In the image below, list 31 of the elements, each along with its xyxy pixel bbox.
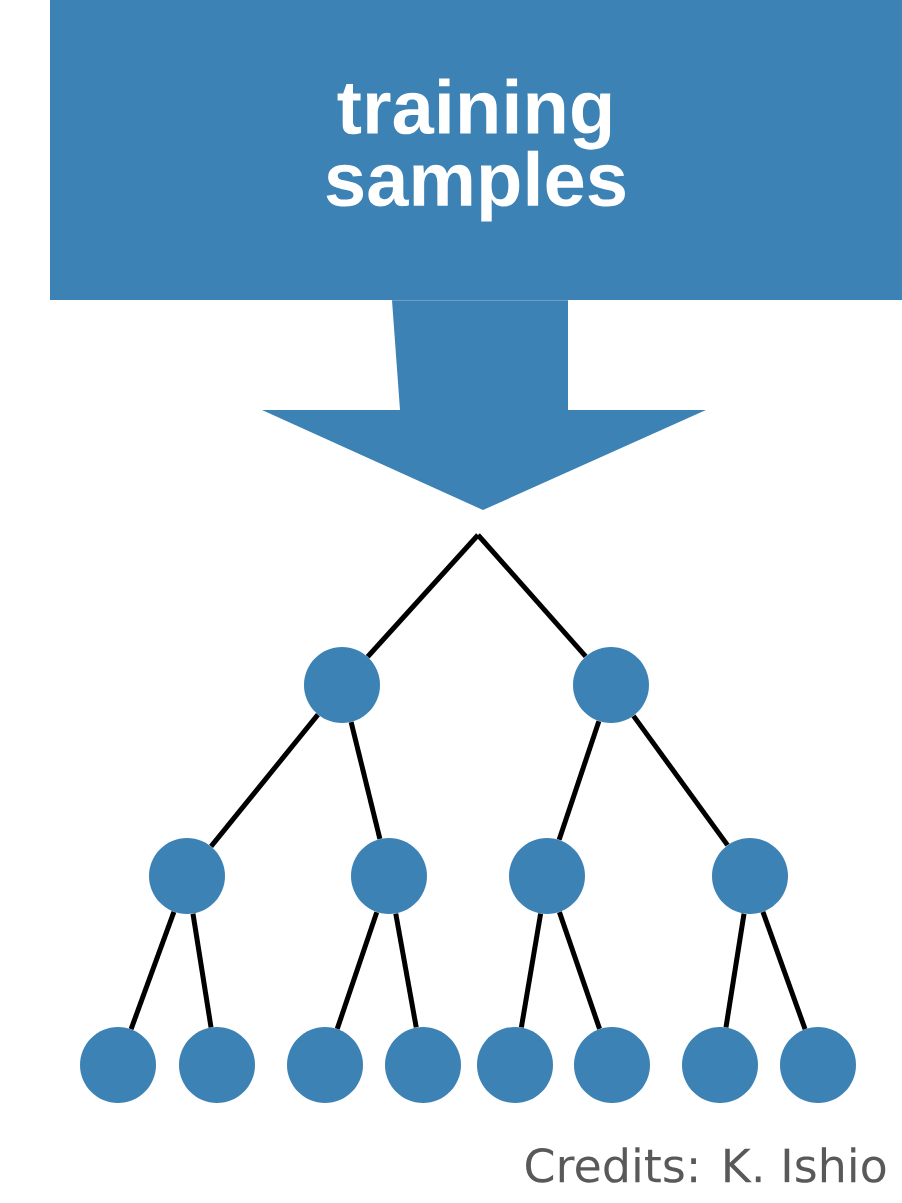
credit-text: Credits: K. Ishio [526,1147,886,1183]
tree-node-circle [385,1027,461,1103]
block-arrow [262,300,706,510]
tree-branch-line [631,714,730,847]
tree-node-circle [574,1027,650,1103]
tree-branch-line [209,713,320,848]
tree-node-circle [351,838,427,914]
title-box: training samples [50,0,902,300]
tree-branch-line [556,720,602,841]
tree-node-circle [712,838,788,914]
tree-node-circle [80,1027,156,1103]
tree-branch-line [393,913,419,1028]
tree-branch-line [190,913,214,1028]
tree-node-circle [179,1027,255,1103]
tree-branch-line [365,533,480,659]
tree-branch-line [476,533,588,659]
tree-node-circle [573,647,649,723]
tree-node-circle [682,1027,758,1103]
tree-branch-line [518,913,544,1028]
tree-branch-line [557,911,602,1030]
tree-node-circle [509,838,585,914]
tree-node-circle [780,1027,856,1103]
tree-node-circle [304,647,380,723]
tree-branch-line [760,911,808,1030]
tree-node-circle [477,1027,553,1103]
tree-branch-line [348,721,383,840]
tree-node-circle [287,1027,363,1103]
tree-branch-line [723,913,747,1028]
tree-branch-line [128,911,177,1030]
tree-node-circle [149,838,225,914]
tree-branch-line [334,911,380,1030]
